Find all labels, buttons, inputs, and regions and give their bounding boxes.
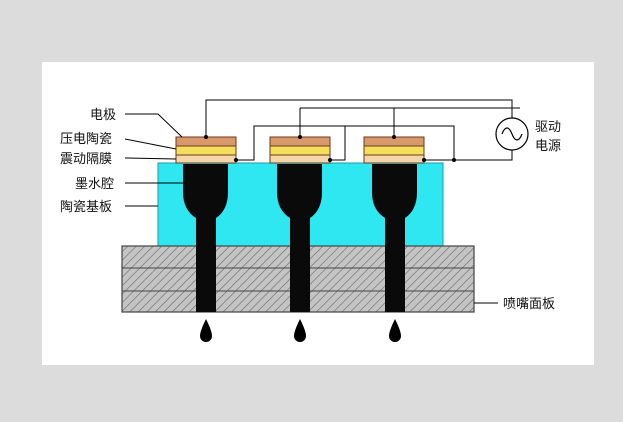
ink-chamber-1 xyxy=(183,164,228,312)
piezo-actuator-1 xyxy=(175,136,237,164)
label-nozzle-plate: 喷嘴面板 xyxy=(503,297,555,312)
label-ceramic-substrate: 陶瓷基板 xyxy=(60,199,112,215)
label-electrode: 电极 xyxy=(90,108,116,123)
ink-droplet-1 xyxy=(200,319,212,342)
drive-wiring xyxy=(205,99,520,161)
ink-chamber-2 xyxy=(277,164,322,312)
label-piezo-ceramic: 压电陶瓷 xyxy=(60,131,112,147)
piezo-actuator-2 xyxy=(269,136,331,164)
label-vibration-diaphragm: 震动隔膜 xyxy=(60,152,112,167)
label-drive-power-line1: 驱动 xyxy=(535,120,561,135)
label-leader-lines xyxy=(124,113,498,304)
piezo-actuator-3 xyxy=(363,136,425,164)
ac-sine-source-icon xyxy=(495,117,529,151)
label-drive-power-line2: 电源 xyxy=(535,139,561,154)
wire-junction-dots xyxy=(204,135,456,162)
ink-chamber-3 xyxy=(372,164,417,312)
label-ink-chamber: 墨水腔 xyxy=(75,177,114,192)
ink-droplet-2 xyxy=(294,319,306,342)
ink-droplet-3 xyxy=(389,319,401,342)
